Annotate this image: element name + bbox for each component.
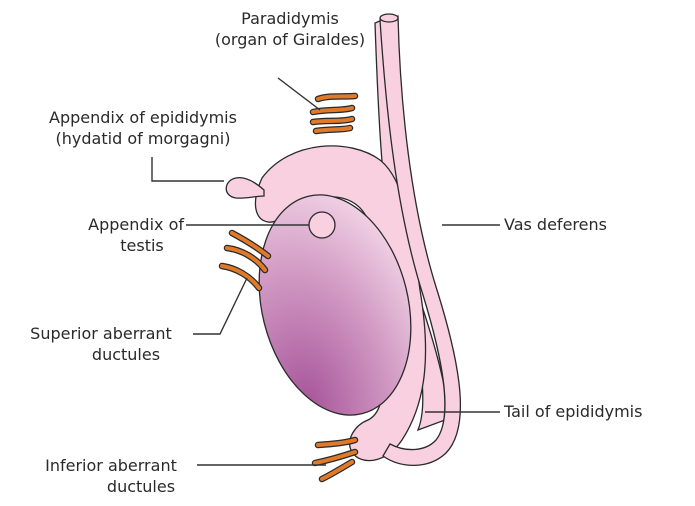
label-appendix-of-epididymis-line1: Appendix of epididymis (18, 107, 268, 128)
label-superior-aberrant-line2: ductules (6, 344, 196, 365)
label-superior-aberrant-ductules: Superior aberrant ductules (6, 323, 196, 365)
leader-paradidymis (278, 78, 320, 110)
label-paradidymis: Paradidymis (organ of Giraldes) (170, 8, 410, 50)
label-appendix-of-testis-line2: testis (40, 235, 184, 256)
label-appendix-of-epididymis-line2: (hydatid of morgagni) (18, 128, 268, 149)
label-inferior-aberrant-line2: ductules (16, 476, 206, 497)
appendix-of-testis (309, 212, 335, 238)
label-paradidymis-line1: Paradidymis (170, 8, 410, 29)
label-paradidymis-line2: (organ of Giraldes) (170, 29, 410, 50)
label-tail-of-epididymis: Tail of epididymis (504, 401, 642, 422)
label-appendix-of-testis: Appendix of testis (40, 214, 184, 256)
paradidymis-ductules (313, 96, 355, 131)
label-appendix-of-epididymis: Appendix of epididymis (hydatid of morga… (18, 107, 268, 149)
label-inferior-aberrant-ductules: Inferior aberrant ductules (16, 455, 206, 497)
label-appendix-of-testis-line1: Appendix of (40, 214, 184, 235)
label-superior-aberrant-line1: Superior aberrant (6, 323, 196, 344)
appendix-of-epididymis (226, 178, 264, 199)
leader-superior-aberrant (193, 278, 247, 334)
leader-appendix-epididymis (152, 157, 224, 181)
label-inferior-aberrant-line1: Inferior aberrant (16, 455, 206, 476)
label-vas-deferens: Vas deferens (504, 214, 607, 235)
